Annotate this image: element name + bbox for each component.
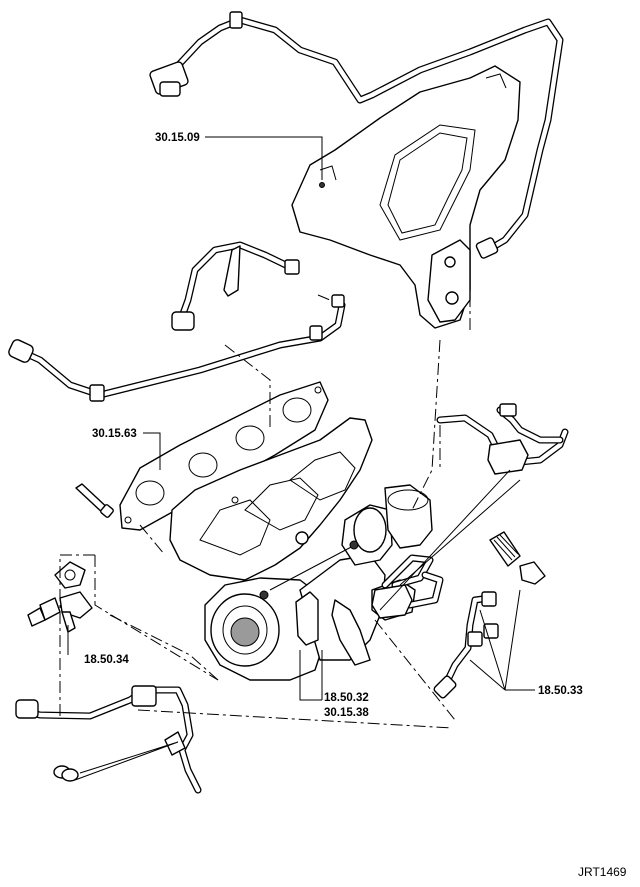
heat-shield xyxy=(291,65,521,329)
top-vacuum-pipe xyxy=(149,11,564,259)
callout-leader-lines xyxy=(67,136,535,781)
exhaust-manifold xyxy=(169,417,373,581)
callout-turbo-ref-a: 18.50.32 xyxy=(324,692,369,704)
callout-coolant-pipes: 18.50.33 xyxy=(538,685,583,697)
coolant-elbow-pipe xyxy=(433,591,499,699)
manifold-stud xyxy=(75,483,114,518)
figure-id: JRT1469 xyxy=(578,865,627,879)
callout-oil-pipe-fitting: 18.50.34 xyxy=(84,654,129,666)
wastegate-solenoid-pipes xyxy=(371,554,444,619)
oil-drain-pipe xyxy=(15,685,202,794)
turbocharger xyxy=(204,484,433,681)
boost-control-solenoid xyxy=(436,403,569,475)
exhaust-manifold-gasket xyxy=(119,381,329,531)
oil-pipe-fitting xyxy=(27,561,93,633)
intermediate-pipe xyxy=(8,241,346,402)
callout-turbo-ref-b: 30.15.38 xyxy=(324,707,369,719)
banjo-bolt xyxy=(489,531,546,585)
callout-manifold-gasket: 30.15.63 xyxy=(92,428,137,440)
callout-heat-shield: 30.15.09 xyxy=(155,132,200,144)
assembly-guide-lines xyxy=(59,280,471,729)
